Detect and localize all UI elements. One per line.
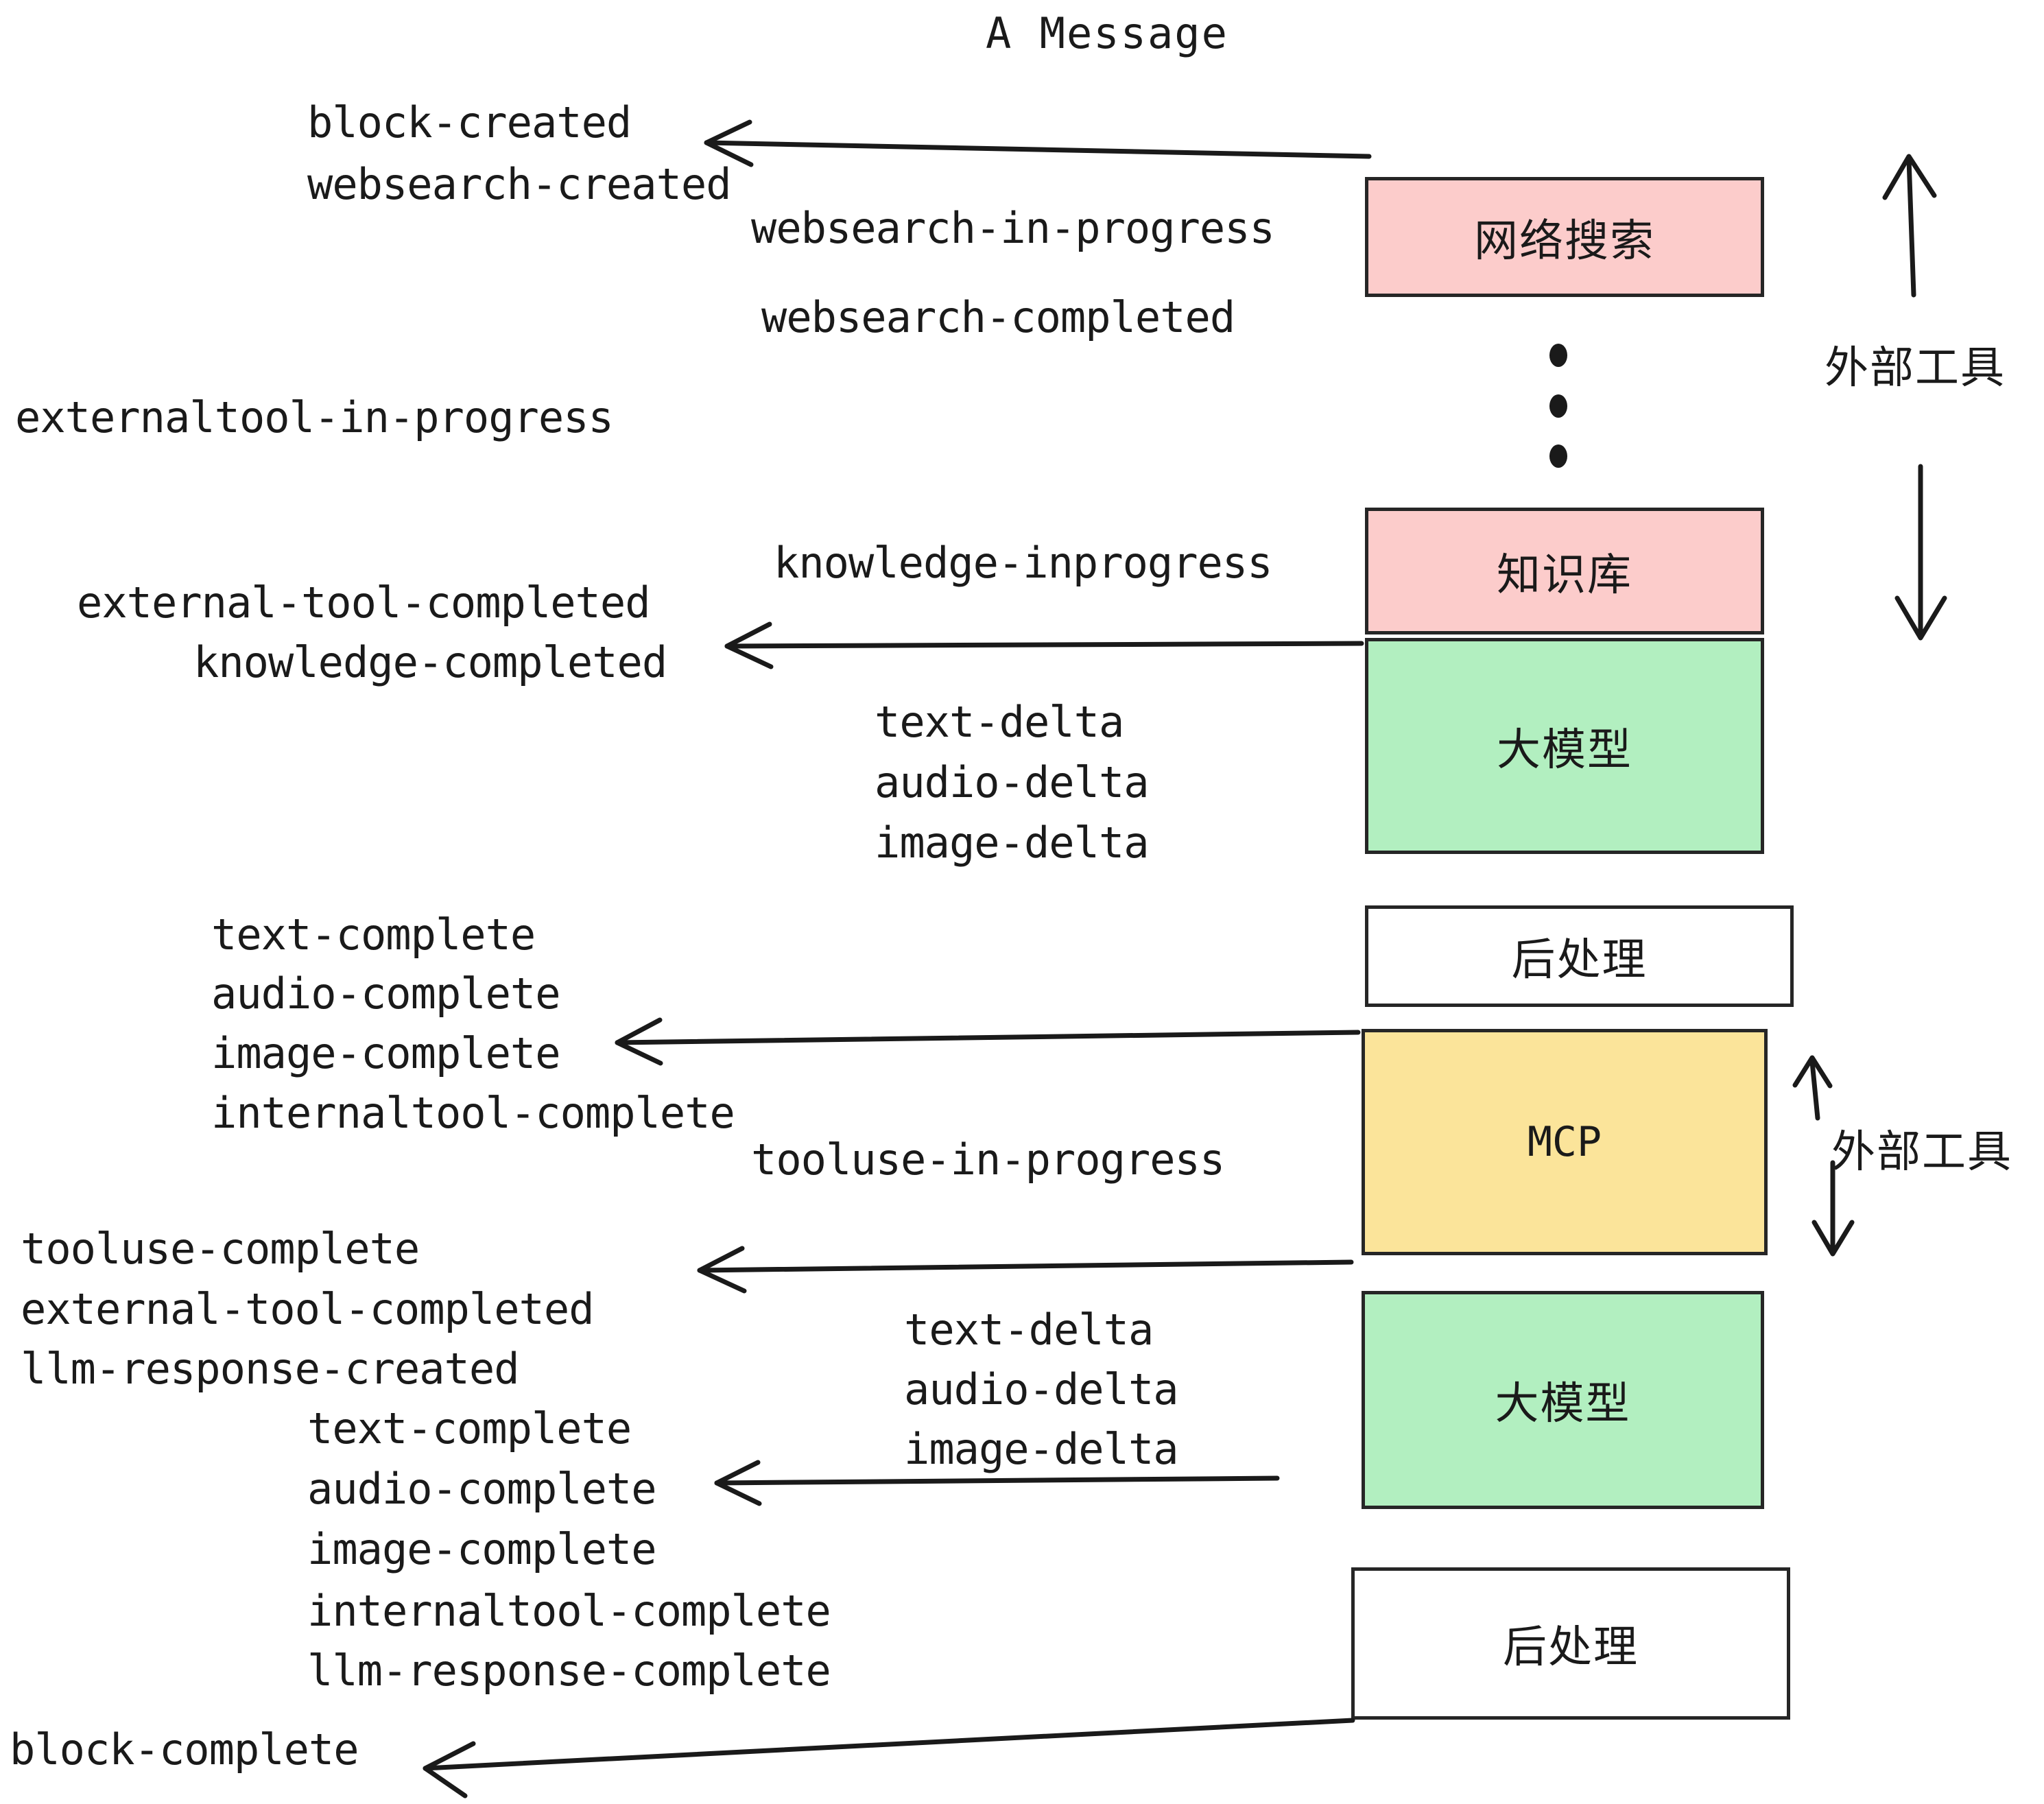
node-llm-first-label: 大模型 bbox=[1497, 724, 1632, 776]
event-label-audio-delta-1: audio-delta bbox=[875, 757, 1150, 807]
event-label-image-delta-2: image-delta bbox=[904, 1424, 1179, 1474]
node-postprocess-first[interactable]: 后处理 bbox=[1365, 905, 1794, 1007]
vertical-ellipsis-icon bbox=[1549, 344, 1567, 468]
event-label-llm-response-complete: llm-response-complete bbox=[307, 1646, 831, 1696]
event-label-image-complete-1: image-complete bbox=[211, 1028, 561, 1078]
event-label-internaltool-complete-2: internaltool-complete bbox=[307, 1586, 831, 1636]
event-label-tooluse-in-progress: tooluse-in-progress bbox=[751, 1135, 1225, 1185]
event-label-external-tool-completed-2: external-tool-completed bbox=[21, 1284, 595, 1334]
node-websearch[interactable]: 网络搜索 bbox=[1365, 177, 1764, 297]
group-label-external-tools-bottom: 外部工具 bbox=[1831, 1127, 2012, 1178]
node-mcp[interactable]: MCP bbox=[1362, 1029, 1768, 1255]
event-label-websearch-in-progress: websearch-in-progress bbox=[751, 203, 1275, 253]
node-llm-second-label: 大模型 bbox=[1495, 1379, 1631, 1429]
event-label-text-delta-1: text-delta bbox=[875, 697, 1124, 747]
event-label-external-tool-completed-1: external-tool-completed bbox=[77, 578, 651, 628]
event-label-block-complete: block-complete bbox=[10, 1724, 359, 1775]
node-llm-first[interactable]: 大模型 bbox=[1365, 638, 1764, 854]
diagram-title: A Message bbox=[986, 8, 1228, 58]
event-label-websearch-created: websearch-created bbox=[307, 159, 732, 209]
arrow-knowledge-to-completed bbox=[724, 621, 1364, 669]
node-mcp-label: MCP bbox=[1527, 1118, 1602, 1166]
event-label-llm-response-created: llm-response-created bbox=[21, 1344, 520, 1394]
node-postprocess-first-label: 后处理 bbox=[1511, 935, 1648, 986]
group-bracket-external-tools-top bbox=[1882, 154, 1947, 641]
node-knowledge[interactable]: 知识库 bbox=[1365, 508, 1764, 634]
event-label-image-delta-1: image-delta bbox=[875, 818, 1150, 868]
event-label-tooluse-complete: tooluse-complete bbox=[21, 1224, 420, 1274]
event-label-image-complete-2: image-complete bbox=[307, 1524, 657, 1574]
node-websearch-label: 网络搜索 bbox=[1474, 215, 1655, 267]
arrow-mcp-to-tooluse-complete bbox=[697, 1246, 1354, 1294]
arrow-postprocess-to-block-complete bbox=[423, 1718, 1355, 1799]
event-label-audio-complete-2: audio-complete bbox=[307, 1464, 657, 1514]
node-knowledge-label: 知识库 bbox=[1497, 549, 1632, 601]
arrow-websearch-to-created bbox=[704, 119, 1372, 167]
event-label-audio-complete-1: audio-complete bbox=[211, 969, 561, 1019]
event-label-internaltool-complete-1: internaltool-complete bbox=[211, 1088, 735, 1138]
arrow-postprocess-to-image-complete bbox=[615, 1017, 1361, 1066]
event-label-text-complete-1: text-complete bbox=[211, 910, 536, 960]
event-label-text-complete-2: text-complete bbox=[307, 1403, 632, 1453]
node-postprocess-second-label: 后处理 bbox=[1503, 1622, 1639, 1673]
event-label-knowledge-completed: knowledge-completed bbox=[193, 637, 667, 687]
event-label-block-created: block-created bbox=[307, 97, 632, 147]
group-label-external-tools-top: 外部工具 bbox=[1825, 343, 2006, 394]
event-label-externaltool-in-progress: externaltool-in-progress bbox=[15, 392, 614, 442]
event-label-websearch-completed: websearch-completed bbox=[761, 292, 1235, 342]
event-label-text-delta-2: text-delta bbox=[904, 1305, 1154, 1355]
node-llm-second[interactable]: 大模型 bbox=[1362, 1291, 1764, 1509]
event-label-audio-delta-2: audio-delta bbox=[904, 1364, 1179, 1414]
event-label-knowledge-inprogress: knowledge-inprogress bbox=[774, 538, 1273, 588]
node-postprocess-second[interactable]: 后处理 bbox=[1351, 1567, 1790, 1720]
